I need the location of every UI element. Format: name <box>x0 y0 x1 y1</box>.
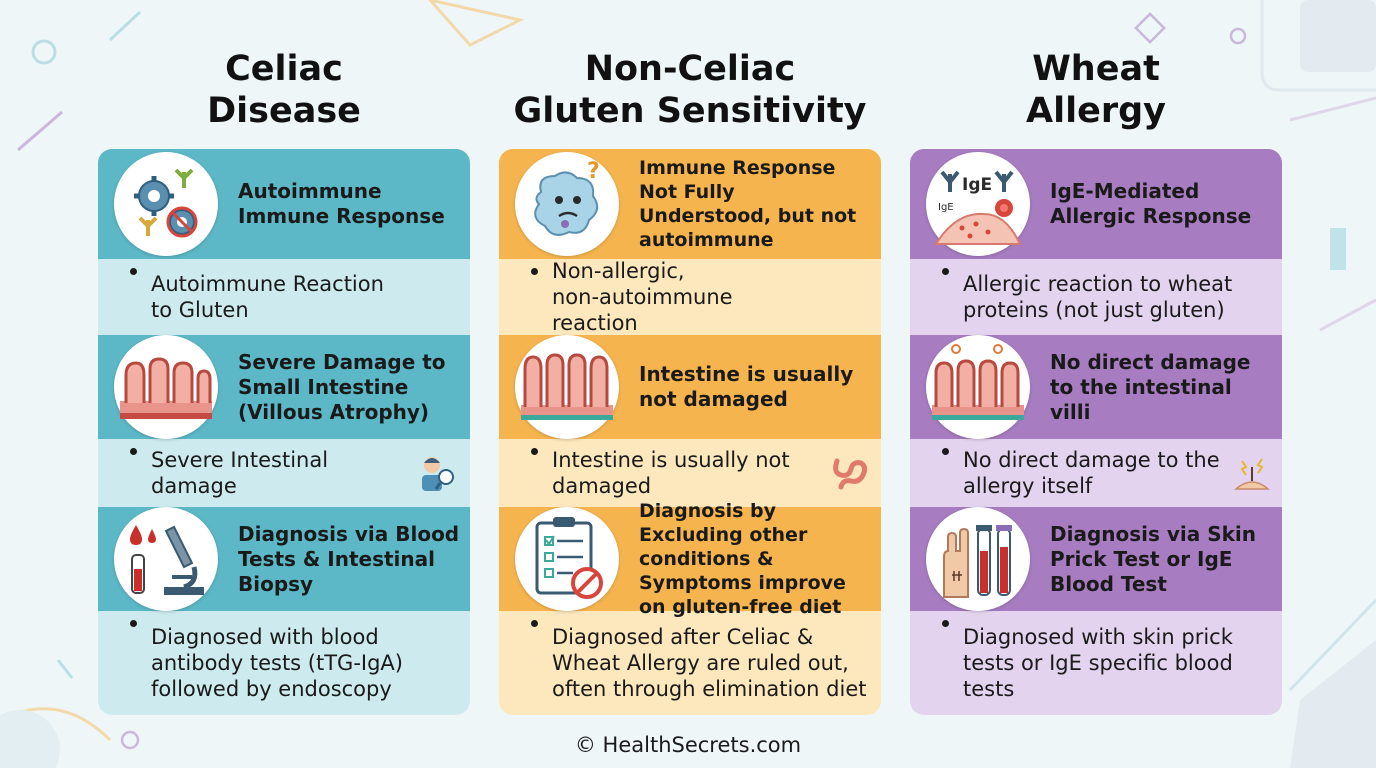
ncgs-title-line1: Non-Celiac <box>584 49 796 89</box>
wheat-row2-header: No direct damage to the intestinal villi <box>910 335 1282 439</box>
wheat-card: IgE IgE IgE-Mediated Allergic Response A… <box>910 149 1282 715</box>
ncgs-title: Non-Celiac Gluten Sensitivity <box>480 48 900 132</box>
ncgs-row2-body: Intestine is usually not damaged <box>499 439 881 507</box>
celiac-row1-bullet: Autoimmune Reaction to Gluten <box>151 272 384 322</box>
doctor-magnifier-icon <box>422 457 454 491</box>
wheat-row3-header: Diagnosis via Skin Prick Test or IgE Blo… <box>910 507 1282 611</box>
wheat-row1-header-text: IgE-Mediated Allergic Response <box>1050 179 1252 228</box>
wheat-row2-bullet: No direct damage to the allergy itself <box>963 448 1220 498</box>
gears-antibody-icon <box>114 152 218 256</box>
ncgs-row3-body: Diagnosed after Celiac & Wheat Allergy a… <box>499 611 881 715</box>
ncgs-row3-bullet: Diagnosed after Celiac & Wheat Allergy a… <box>552 625 867 701</box>
wheat-row1-bullet: Allergic reaction to wheat proteins (not… <box>963 272 1233 322</box>
bullet-dot <box>942 620 949 627</box>
bullet-dot <box>130 620 137 627</box>
celiac-row3-header-text: Diagnosis via Blood Tests & Intestinal B… <box>238 521 460 596</box>
wheat-title-line2: Allergy <box>1026 91 1166 131</box>
ncgs-row2-header-text: Intestine is usually not damaged <box>639 362 854 411</box>
ncgs-row3-header-text: Diagnosis by Excluding other conditions … <box>639 500 846 618</box>
ige-small-label: IgE <box>938 202 954 213</box>
blood-microscope-icon <box>114 507 218 611</box>
ncgs-title-line2: Gluten Sensitivity <box>513 91 867 131</box>
bullet-dot <box>531 268 538 275</box>
skin-prick-tubes-icon <box>926 507 1030 611</box>
copyright-footer: © HealthSecrets.com <box>574 733 802 757</box>
celiac-row2-body: Severe Intestinal damage <box>98 439 470 507</box>
skin-reaction-icon <box>1234 458 1270 490</box>
bullet-dot <box>942 268 949 275</box>
wheat-title: Wheat Allergy <box>910 48 1282 132</box>
celiac-row3-header: Diagnosis via Blood Tests & Intestinal B… <box>98 507 470 611</box>
damaged-villi-icon <box>114 335 218 439</box>
ncgs-row2-header: Intestine is usually not damaged <box>499 335 881 439</box>
bullet-dot <box>531 448 538 455</box>
wheat-row1-header: IgE IgE IgE-Mediated Allergic Response <box>910 149 1282 259</box>
celiac-row1-header-text: Autoimmune Immune Response <box>238 179 445 228</box>
wheat-row3-bullet: Diagnosed with skin prick tests or IgE s… <box>963 625 1233 701</box>
celiac-title: Celiac Disease <box>98 48 470 132</box>
villi-icon <box>926 335 1030 439</box>
ncgs-row1-header-text: Immune Response Not Fully Understood, bu… <box>639 157 857 251</box>
celiac-title-line2: Disease <box>207 91 361 131</box>
celiac-card: Autoimmune Immune Response Autoimmune Re… <box>98 149 470 715</box>
celiac-row3-body: Diagnosed with blood antibody tests (tTG… <box>98 611 470 715</box>
celiac-row2-header-text: Severe Damage to Small Intestine (Villou… <box>238 349 446 424</box>
celiac-row3-bullet: Diagnosed with blood antibody tests (tTG… <box>151 625 403 701</box>
celiac-row1-body: Autoimmune Reaction to Gluten <box>98 259 470 335</box>
wheat-row1-body: Allergic reaction to wheat proteins (not… <box>910 259 1282 335</box>
wheat-row3-body: Diagnosed with skin prick tests or IgE s… <box>910 611 1282 715</box>
ige-label: IgE <box>962 175 992 195</box>
healthy-villi-icon <box>515 335 619 439</box>
bullet-dot <box>130 268 137 275</box>
wheat-row2-body: No direct damage to the allergy itself <box>910 439 1282 507</box>
intestine-icon <box>833 458 868 490</box>
celiac-row2-bullet: Severe Intestinal damage <box>151 448 329 498</box>
bullet-dot <box>942 448 949 455</box>
ige-antibody-icon: IgE IgE <box>926 152 1030 256</box>
ncgs-row3-header: Diagnosis by Excluding other conditions … <box>499 500 881 618</box>
bullet-dot <box>130 448 137 455</box>
wheat-row2-header-text: No direct damage to the intestinal villi <box>1050 349 1251 424</box>
ncgs-row1-bullet: Non-allergic, non-autoimmune reaction <box>552 259 733 335</box>
wheat-title-line1: Wheat <box>1032 49 1160 89</box>
clipboard-no-icon <box>515 507 619 611</box>
confused-cell-icon: ? <box>515 152 619 256</box>
celiac-title-line1: Celiac <box>225 49 343 89</box>
celiac-row1-header: Autoimmune Immune Response <box>98 149 470 259</box>
ncgs-row1-body: Non-allergic, non-autoimmune reaction <box>499 259 881 335</box>
celiac-row2-header: Severe Damage to Small Intestine (Villou… <box>98 335 470 439</box>
ncgs-row1-header: ? Immune Response Not Fully Understood, … <box>499 149 881 259</box>
bullet-dot <box>531 620 538 627</box>
wheat-row3-header-text: Diagnosis via Skin Prick Test or IgE Blo… <box>1050 521 1257 596</box>
ncgs-card: ? Immune Response Not Fully Understood, … <box>499 149 881 715</box>
ncgs-row2-bullet: Intestine is usually not damaged <box>552 448 790 498</box>
svg-text:?: ? <box>587 159 600 184</box>
